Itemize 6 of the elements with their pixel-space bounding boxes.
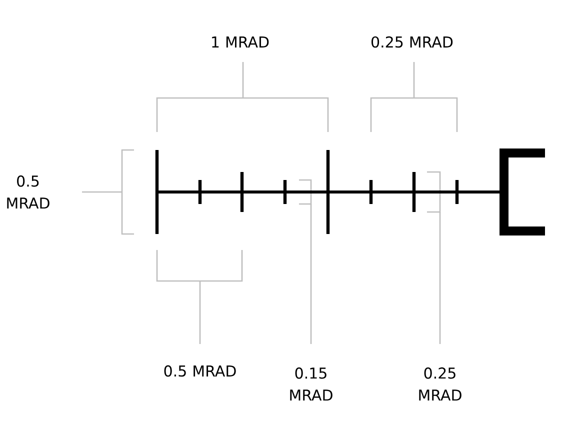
dimension-label: 0.5 MRAD bbox=[7, 175, 50, 209]
dimension-label: 0.25 MRAD bbox=[419, 367, 462, 401]
dimension-label: 0.25 MRAD bbox=[372, 36, 453, 48]
dimension-label: 0.15 MRAD bbox=[290, 367, 332, 401]
dimension-label: 1 MRAD bbox=[212, 36, 269, 48]
dimension-label: 0.5 MRAD bbox=[164, 365, 236, 377]
